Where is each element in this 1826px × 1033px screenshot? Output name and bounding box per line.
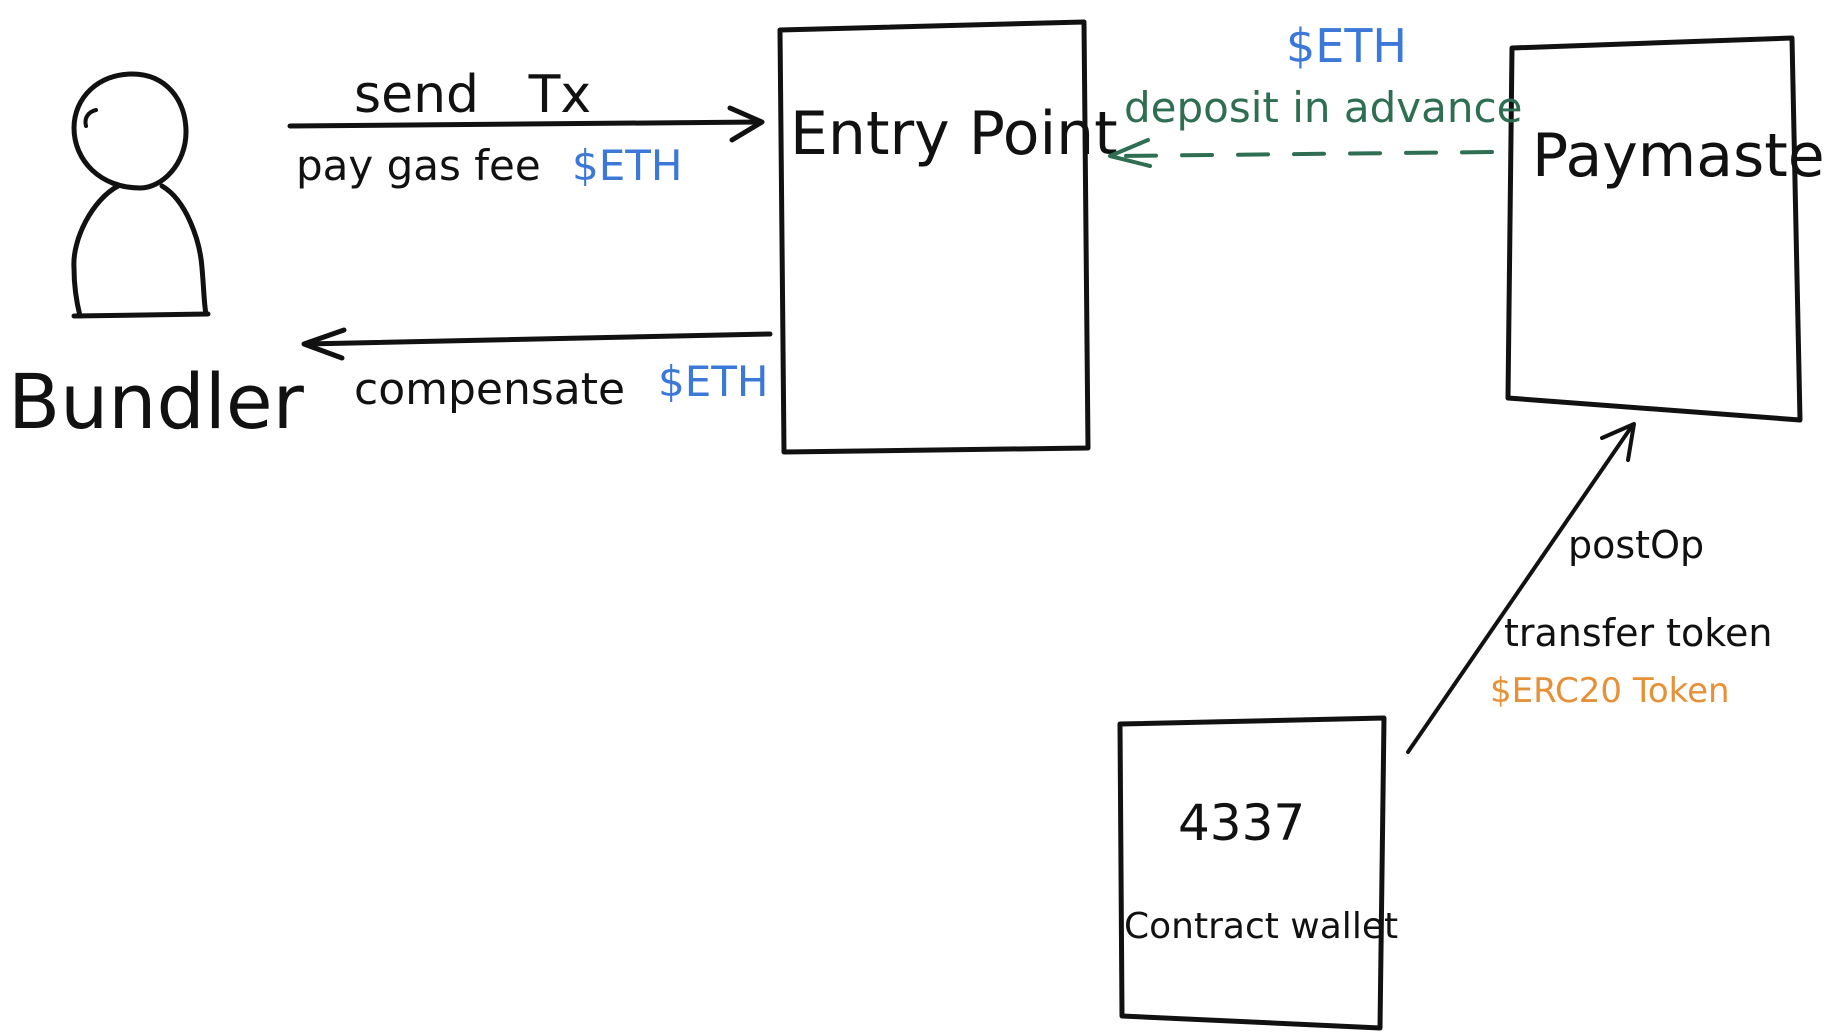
paymaster-box	[1505, 35, 1803, 423]
compensate-eth-label: $ETH	[658, 357, 769, 406]
wallet-type-label: Contract wallet	[1124, 906, 1398, 947]
entry-point-label: Entry Point	[790, 99, 1118, 169]
compensate-arrow	[301, 327, 773, 361]
send-tx-arrow	[287, 105, 765, 143]
paymaster-label: Paymaster	[1532, 121, 1826, 191]
bundler-label: Bundler	[8, 357, 305, 446]
person-icon	[71, 71, 211, 319]
entry-point-box	[777, 19, 1091, 455]
deposit-label: deposit in advance	[1124, 83, 1522, 132]
contract-wallet-box	[1117, 715, 1387, 1031]
send-tx-eth-label: $ETH	[572, 141, 683, 190]
deposit-eth-label: $ETH	[1286, 19, 1407, 73]
pay-gas-fee-label: pay gas fee	[296, 141, 541, 190]
post-op-arrow	[1406, 422, 1636, 754]
compensate-label: compensate	[354, 364, 625, 415]
deposit-arrow	[1108, 138, 1494, 168]
erc20-token-label: $ERC20 Token	[1490, 671, 1730, 711]
transfer-token-label: transfer token	[1504, 611, 1772, 655]
send-tx-label: send Tx	[354, 65, 591, 125]
wallet-number-label: 4337	[1178, 794, 1305, 852]
post-op-label: postOp	[1568, 523, 1704, 567]
